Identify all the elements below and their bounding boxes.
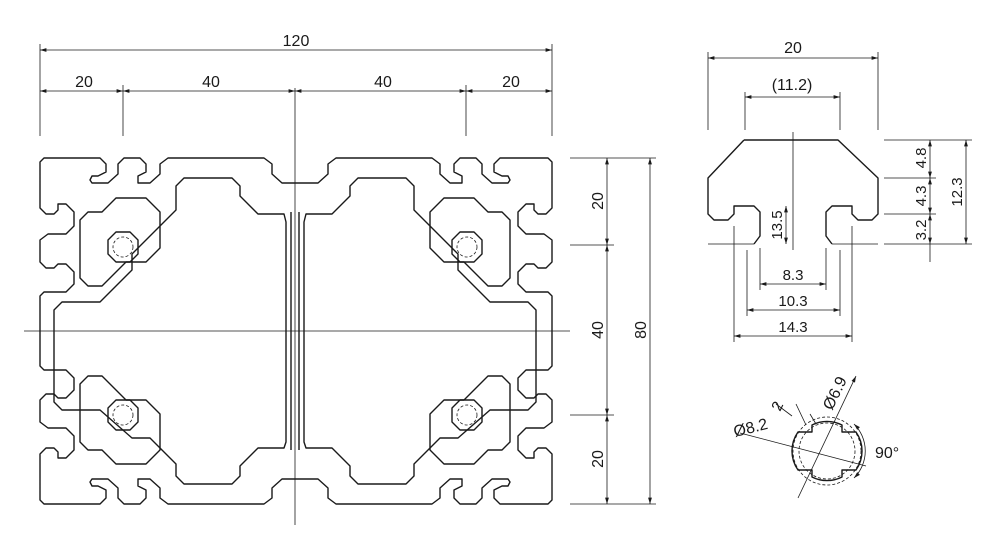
dim-width-seg-1: 20 xyxy=(75,74,93,91)
dim-width-seg-2: 40 xyxy=(202,74,220,91)
slot-width-outer: 14.3 xyxy=(778,319,807,336)
slot-width: 20 xyxy=(784,40,802,57)
bore-groove: 2 xyxy=(768,399,787,414)
slot-lip-height: 13.5 xyxy=(769,210,786,239)
corner-chamber-tr xyxy=(429,197,511,287)
left-cavity xyxy=(53,177,287,485)
dim-height-seg-2: 40 xyxy=(590,321,607,339)
slot-width-mid: 10.3 xyxy=(778,293,807,310)
dim-height-seg-3: 20 xyxy=(590,450,607,468)
slot-depth-top: 4.8 xyxy=(913,148,930,169)
slot-head-outline xyxy=(707,139,879,245)
dim-overall-height: 80 xyxy=(633,321,650,339)
top-dimensions: 120 20 40 40 20 xyxy=(39,33,553,136)
corner-chamber-tl xyxy=(79,197,161,287)
bore-detail: Ø8.2 Ø6.9 2 90° xyxy=(732,374,899,499)
corner-chamber-bl xyxy=(79,375,161,465)
right-cavity xyxy=(303,177,537,485)
profile-outline xyxy=(39,157,553,505)
slot-depth-total: 12.3 xyxy=(949,177,966,206)
slot-depth-lip: 3.2 xyxy=(913,220,930,241)
corner-chamber-br xyxy=(429,375,511,465)
dim-width-seg-4: 20 xyxy=(502,74,520,91)
dim-height-seg-1: 20 xyxy=(590,192,607,210)
slot-depth-mid: 4.3 xyxy=(913,186,930,207)
slot-detail: 20 (11.2) 4.8 4.3 3.2 12.3 13.5 8.3 10.3 xyxy=(707,40,972,342)
bore-inner-diameter: Ø6.9 xyxy=(820,374,851,413)
bore-outer-diameter: Ø8.2 xyxy=(732,416,770,441)
slot-width-inner: 8.3 xyxy=(783,267,804,284)
slot-opening: (11.2) xyxy=(772,77,813,94)
profile-cross-section xyxy=(24,88,570,525)
core-bores xyxy=(107,231,483,431)
right-dimensions: 20 40 20 80 xyxy=(570,157,656,505)
dim-width-seg-3: 40 xyxy=(374,74,392,91)
dim-overall-width: 120 xyxy=(283,33,310,50)
bore-angle: 90° xyxy=(875,445,899,462)
bore-outline xyxy=(791,420,863,482)
